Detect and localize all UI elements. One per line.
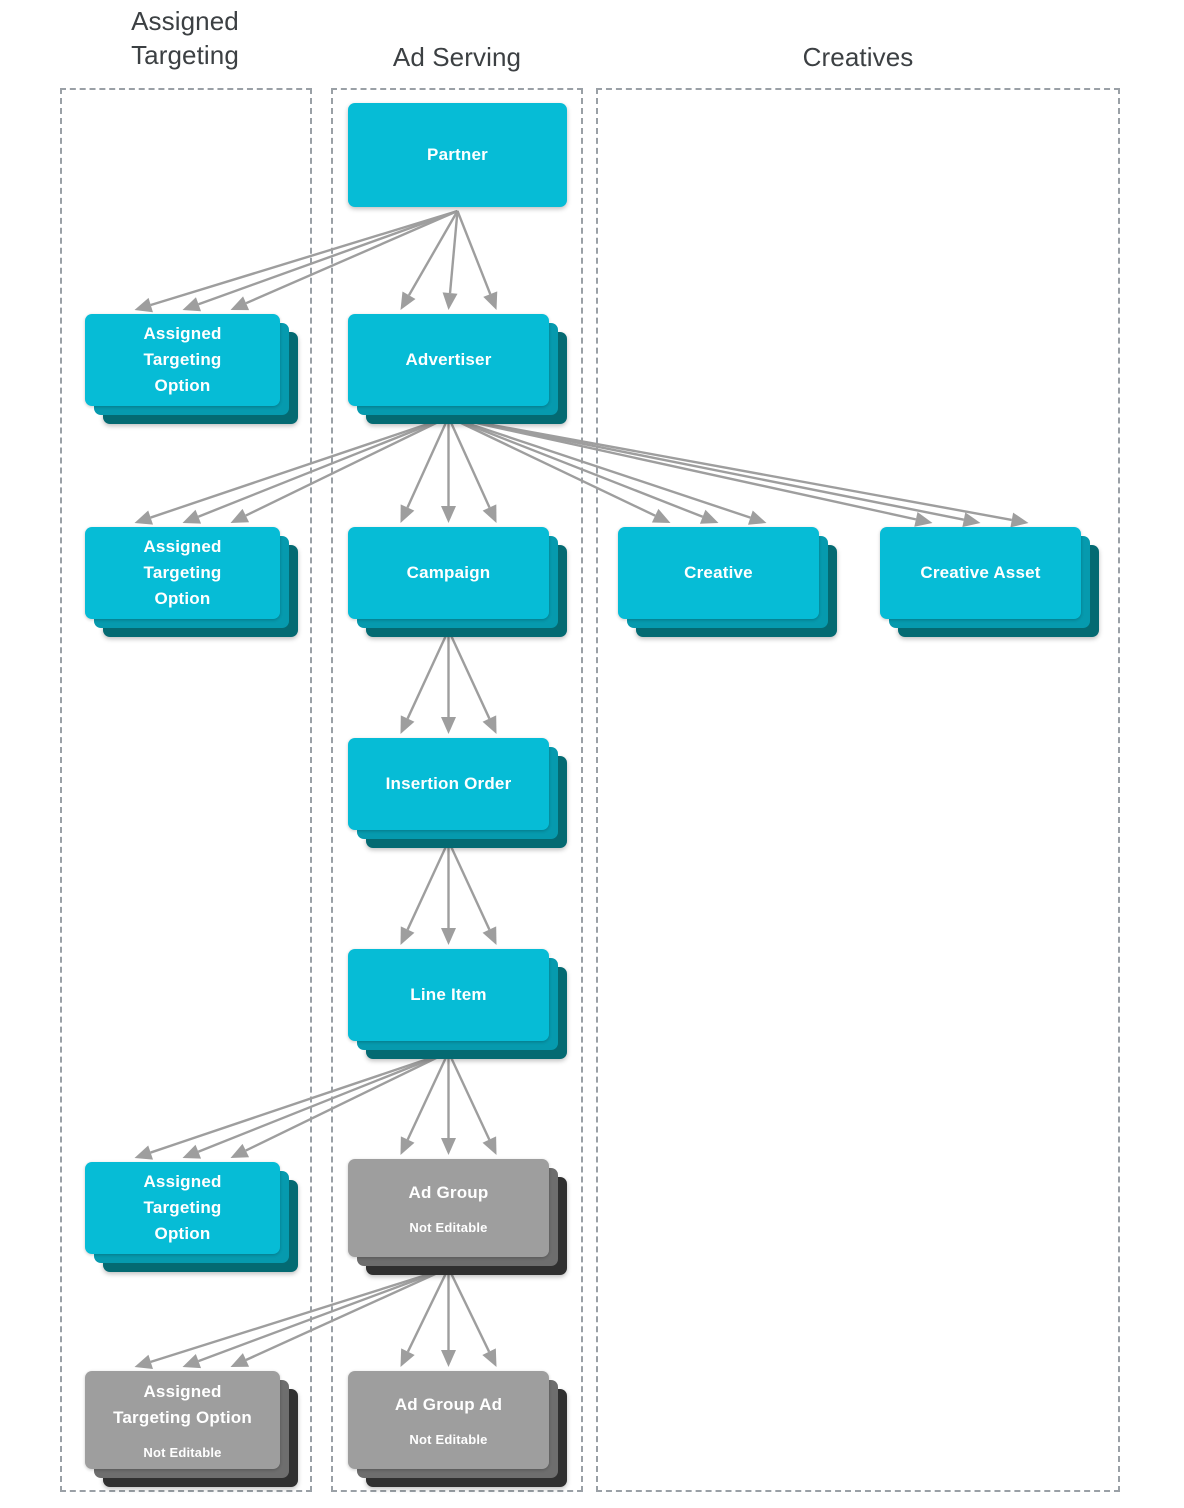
node-face: [85, 1162, 280, 1254]
node-ato3[interactable]: Assigned Targeting Option: [85, 1162, 298, 1272]
column-header-ad-serving: Ad Serving: [392, 42, 522, 72]
node-face: [348, 103, 567, 207]
node-ato1[interactable]: Assigned Targeting Option: [85, 314, 298, 424]
column-header-creatives: Creatives: [802, 42, 914, 72]
node-face: [880, 527, 1081, 619]
group-container-assigned-targeting: [60, 88, 312, 1492]
node-lineitem[interactable]: Line Item: [348, 949, 567, 1059]
node-face: [85, 1371, 280, 1469]
node-face: [348, 1371, 549, 1469]
group-container-ad-serving: [331, 88, 583, 1492]
node-creative[interactable]: Creative: [618, 527, 837, 637]
node-face: [348, 527, 549, 619]
node-ato2[interactable]: Assigned Targeting Option: [85, 527, 298, 637]
node-face: [348, 314, 549, 406]
node-campaign[interactable]: Campaign: [348, 527, 567, 637]
node-creativeasset[interactable]: Creative Asset: [880, 527, 1099, 637]
node-insertionorder[interactable]: Insertion Order: [348, 738, 567, 848]
node-face: [618, 527, 819, 619]
node-face: [85, 527, 280, 619]
group-container-creatives: [596, 88, 1120, 1492]
node-face: [348, 949, 549, 1041]
node-face: [348, 738, 549, 830]
node-face: [348, 1159, 549, 1257]
column-header-assigned-targeting: Assigned Targeting: [131, 6, 239, 70]
node-face: [85, 314, 280, 406]
node-partner[interactable]: Partner: [348, 103, 567, 207]
node-advertiser[interactable]: Advertiser: [348, 314, 567, 424]
